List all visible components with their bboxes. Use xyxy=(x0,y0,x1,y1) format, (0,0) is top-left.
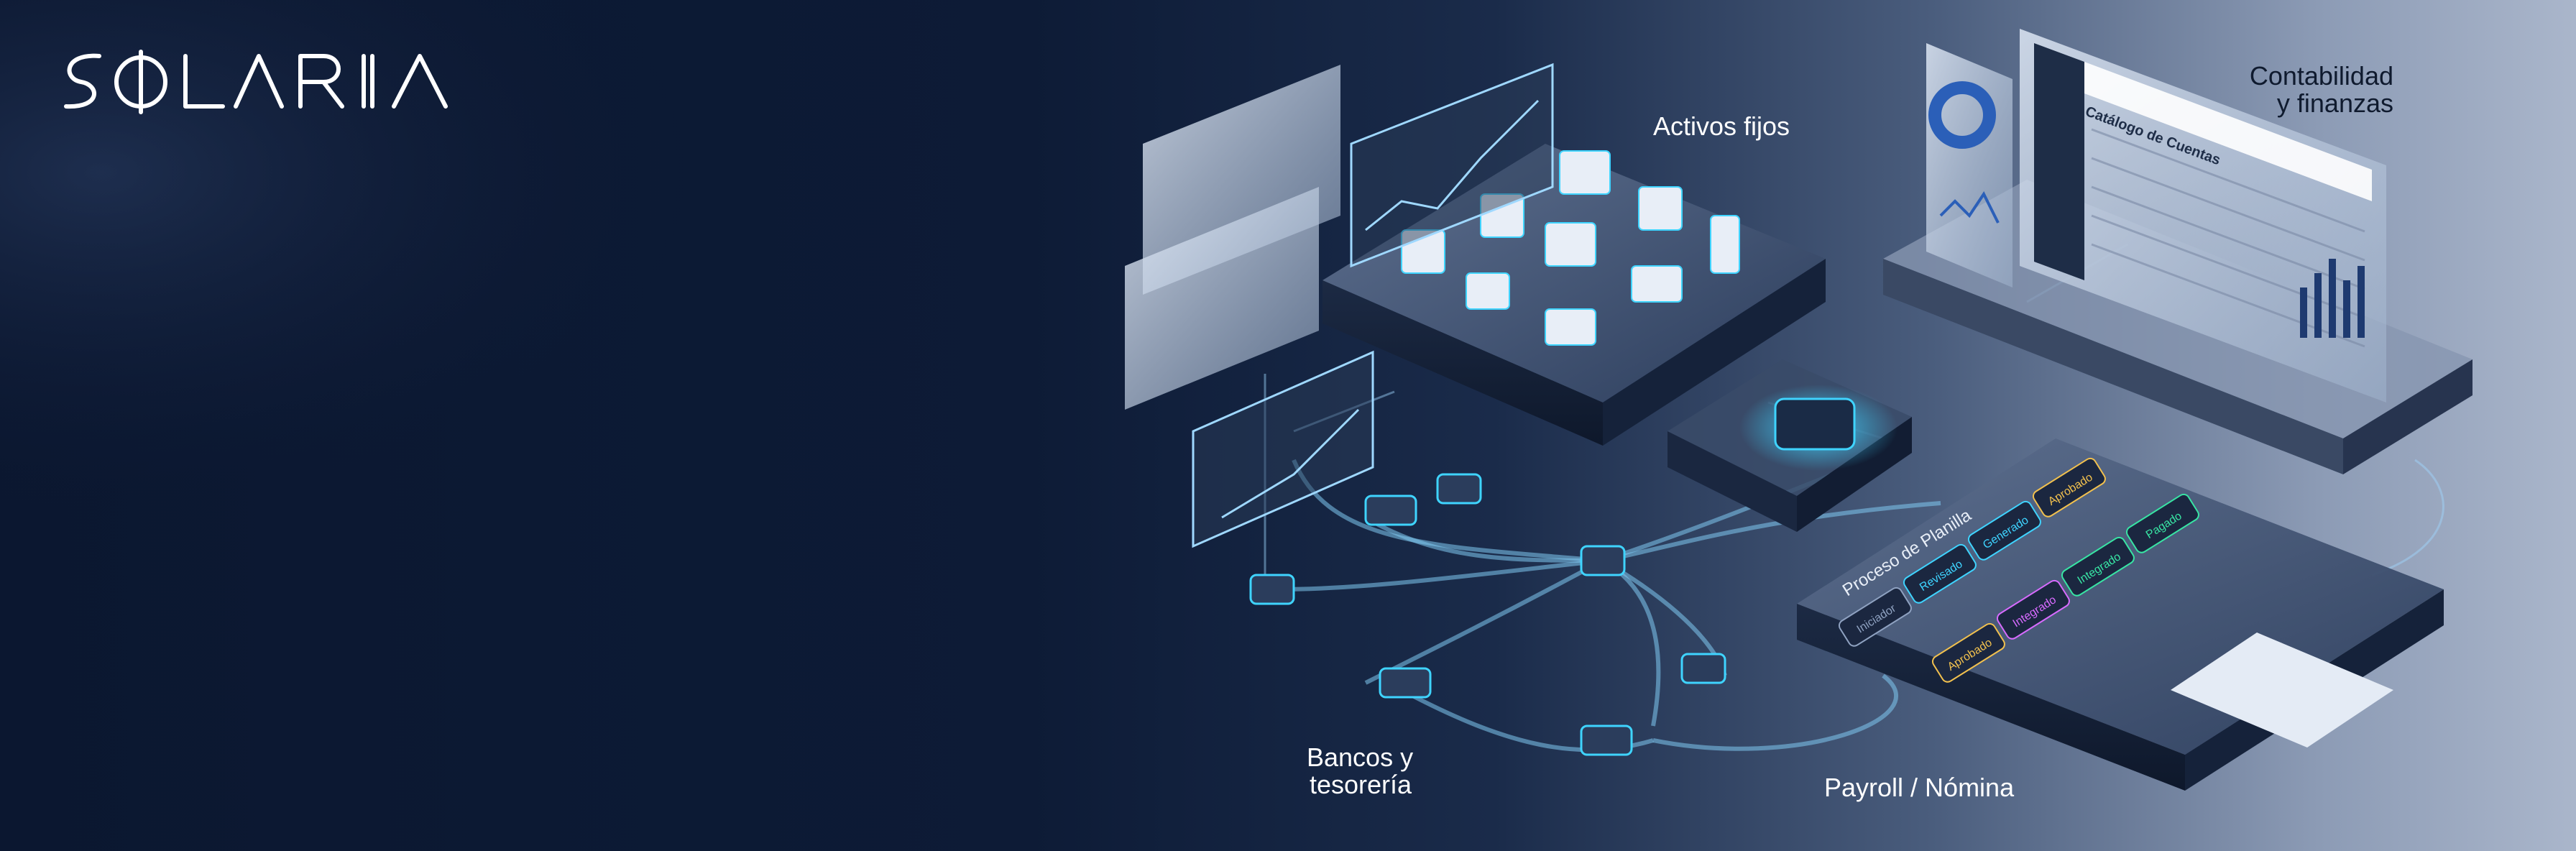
bank-nodes xyxy=(1249,473,1726,756)
label-tesoreria: tesorería xyxy=(1310,770,1412,799)
solaria-logo xyxy=(64,50,448,114)
donut-widget xyxy=(1926,43,2012,288)
label-finanzas: y finanzas xyxy=(2276,88,2393,118)
registro-screen xyxy=(1143,65,1340,295)
bar-widgets xyxy=(2300,259,2365,338)
central-hub xyxy=(1668,359,1912,532)
label-payroll-nomina: Payroll / Nómina xyxy=(1824,773,2015,802)
activos-fijos-platform xyxy=(1322,144,1826,446)
inventario-screen xyxy=(1125,187,1319,410)
background-haze xyxy=(0,0,1006,575)
label-activos-fijos: Activos fijos xyxy=(1653,111,1790,141)
chart-panel-left xyxy=(1192,350,1374,548)
catalogo-cuentas-screen xyxy=(2020,29,2386,402)
label-bancos: Bancos y xyxy=(1307,742,1414,772)
label-contabilidad: Contabilidad xyxy=(2249,61,2393,91)
payroll-summary-card xyxy=(2171,632,2393,748)
chart-panel-top xyxy=(1350,63,1554,268)
payroll-platform xyxy=(1797,438,2444,791)
